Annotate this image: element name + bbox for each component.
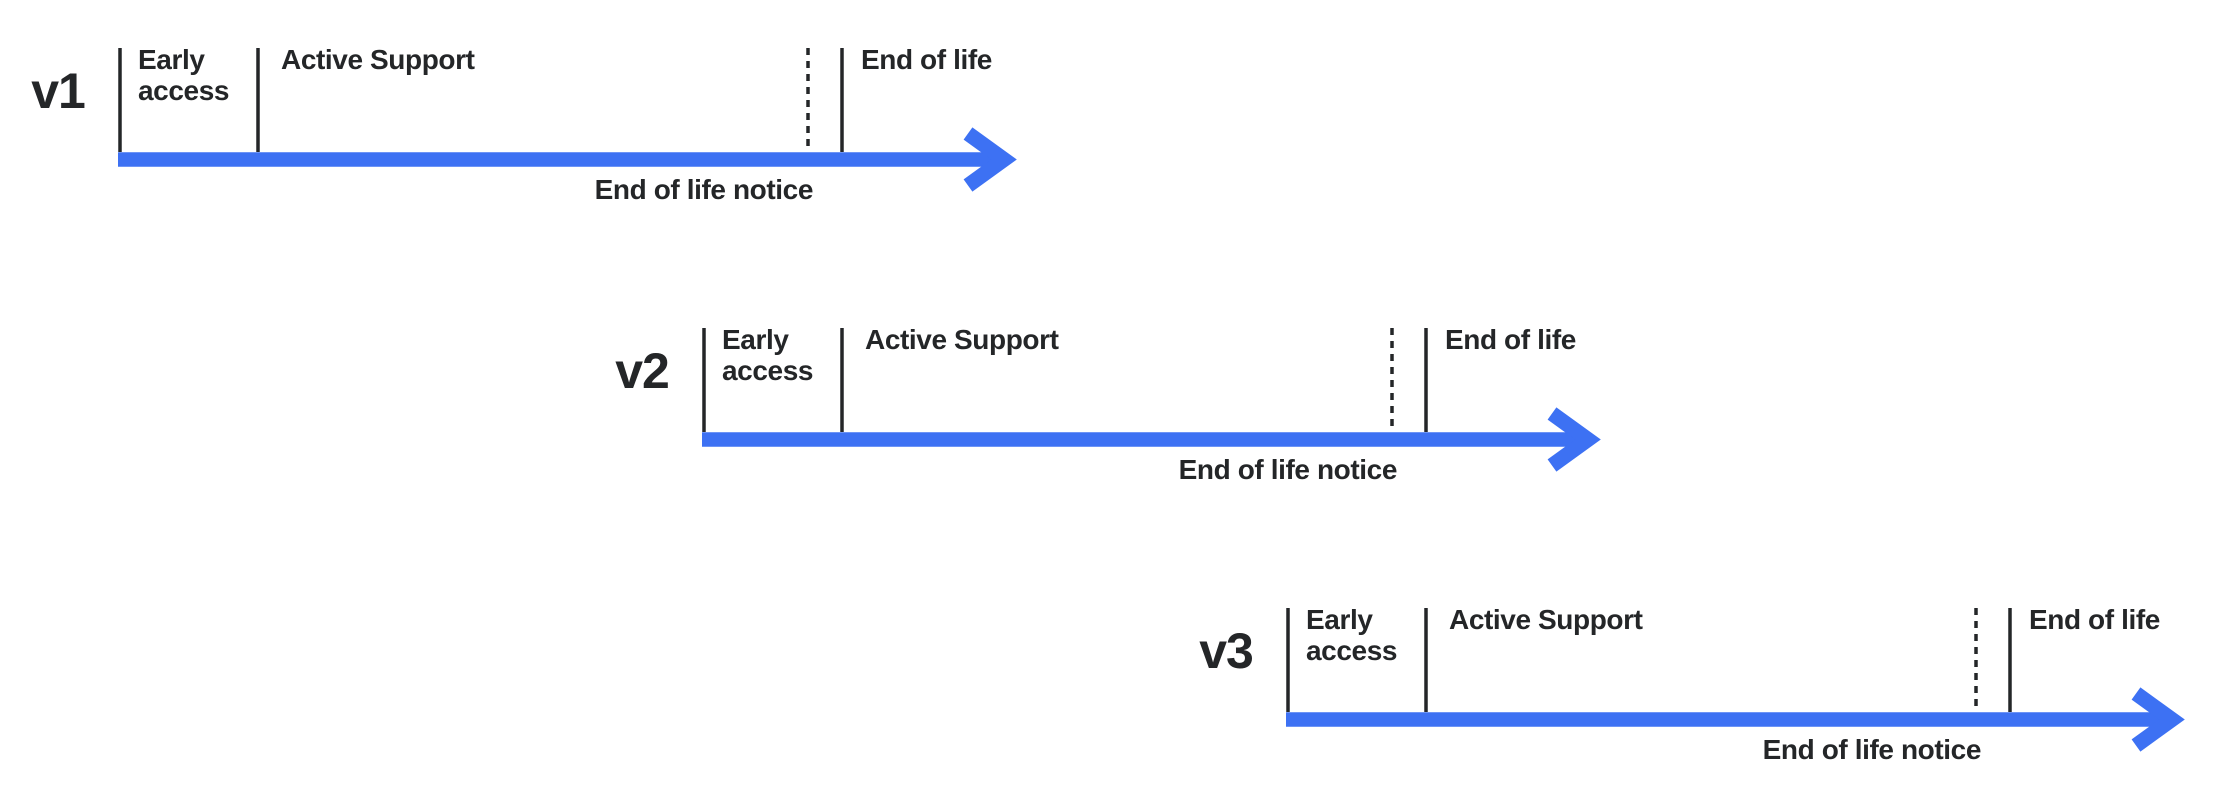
phase-early-access: Early access bbox=[138, 44, 230, 106]
phase-early-access: Early access bbox=[722, 324, 814, 386]
phase-end-of-life: End of life bbox=[2029, 604, 2160, 635]
version-label: v2 bbox=[615, 343, 670, 399]
phase-active-support: Active Support bbox=[281, 44, 475, 75]
timeline-row-v2: v2 Early access Active Support End of li… bbox=[584, 280, 1644, 510]
phase-active-support: Active Support bbox=[1449, 604, 1643, 635]
timeline-arrowhead bbox=[2131, 687, 2185, 752]
end-of-life-notice-label: End of life notice bbox=[594, 174, 814, 205]
phase-end-of-life: End of life bbox=[861, 44, 992, 75]
timeline-row-v1: v1 Early access Active Support End of li… bbox=[0, 0, 1060, 230]
phase-active-support: Active Support bbox=[865, 324, 1059, 355]
version-label: v3 bbox=[1199, 623, 1254, 679]
end-of-life-notice-label: End of life notice bbox=[1178, 454, 1398, 485]
phase-early-access: Early access bbox=[1306, 604, 1398, 666]
timeline-row-v3: v3 Early access Active Support End of li… bbox=[1168, 560, 2228, 790]
timeline-arrowhead bbox=[1547, 407, 1601, 472]
timeline-graphic-v1 bbox=[118, 48, 1017, 192]
timeline-graphic-v2 bbox=[702, 328, 1601, 472]
end-of-life-notice-label: End of life notice bbox=[1762, 734, 1982, 765]
version-label: v1 bbox=[31, 63, 86, 119]
timeline-graphic-v3 bbox=[1286, 608, 2185, 752]
phase-end-of-life: End of life bbox=[1445, 324, 1576, 355]
timeline-arrowhead bbox=[963, 127, 1017, 192]
